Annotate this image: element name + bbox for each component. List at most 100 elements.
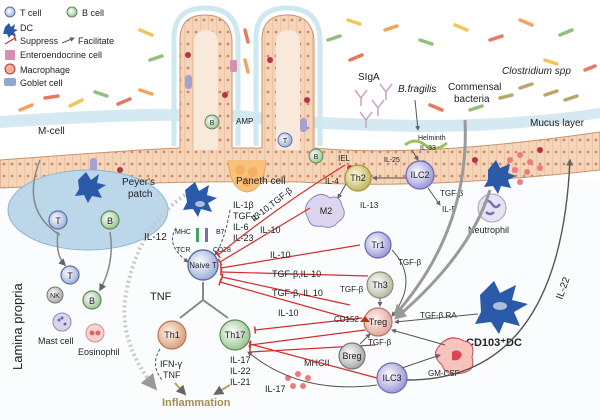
svg-text:T: T xyxy=(55,216,61,226)
central-dc xyxy=(183,182,217,217)
cd152-label: CD152 xyxy=(334,315,359,324)
dc-to-treg-arrow xyxy=(394,189,492,320)
mhcii-label: MHCII xyxy=(304,358,330,368)
il22-label: IL-22 xyxy=(230,366,251,376)
th1-cell: Th1 xyxy=(157,320,187,350)
siga-label: SIgA xyxy=(358,72,380,83)
epithelial-dc xyxy=(484,160,516,194)
amp-label: AMP xyxy=(236,117,253,126)
commensal-label-1: Commensal xyxy=(448,82,501,93)
il10-c-label: IL-10 xyxy=(278,308,299,318)
tgfb-ra-label: TGF-β RA xyxy=(420,311,457,320)
legend-dc: DC xyxy=(20,23,33,33)
goblet-icon xyxy=(4,78,16,86)
svg-text:B: B xyxy=(107,216,113,226)
mast-cell-label: Mast cell xyxy=(38,336,74,346)
dc-in-patch xyxy=(75,172,106,203)
th2-cell: Th2 xyxy=(344,164,372,192)
il1b-label: IL-1β xyxy=(233,200,254,210)
cytokine-dashed-arrow xyxy=(214,209,231,256)
tnf-left-label: TNF xyxy=(150,291,172,303)
svg-text:Tr1: Tr1 xyxy=(371,240,384,250)
tgfb-il10-b-label: TGF-β, IL 10 xyxy=(272,288,323,298)
tgfb-tr1-label: TGF-β xyxy=(398,258,422,267)
mucus-layer-label: Mucus layer xyxy=(530,118,585,129)
patch-arrow-t xyxy=(56,231,67,267)
svg-text:Breg: Breg xyxy=(342,351,361,361)
il10-a-label: IL-10 xyxy=(260,225,281,235)
svg-text:Naive T: Naive T xyxy=(189,261,217,270)
legend-enteroendocrine: Enteroendocrine cell xyxy=(20,50,102,60)
b7-label: B7 xyxy=(216,229,225,236)
paneth-crypt xyxy=(227,159,267,193)
tnf-th1-label: TNF xyxy=(163,370,181,380)
th2-to-m2 xyxy=(337,183,347,199)
ifng-label: IFN-γ xyxy=(160,359,182,369)
facilitate-icon xyxy=(61,37,75,44)
il23-label: IL-23 xyxy=(233,233,254,243)
svg-text:Th17: Th17 xyxy=(225,330,246,340)
gm-csf-label: GM-CSF xyxy=(428,369,460,378)
tcr-label: TCR xyxy=(176,247,190,254)
tr1-cell: Tr1 xyxy=(364,231,392,259)
ilc2-to-il5 xyxy=(427,187,441,206)
svg-text:ILC3: ILC3 xyxy=(382,373,401,383)
ilc3-to-macrophage xyxy=(401,353,441,369)
legend-b-cell: B cell xyxy=(82,8,104,18)
peyers-patch xyxy=(7,169,169,251)
macrophage-icon xyxy=(4,63,16,75)
svg-text:T: T xyxy=(67,271,73,281)
peyers-patch-label-1: Peyer's xyxy=(122,177,155,188)
mhc-receptor xyxy=(196,228,199,242)
cd103-dc-label: CD103⁺DC xyxy=(466,337,522,349)
ilc2-cell: ILC2 xyxy=(405,160,435,190)
helminth-to-ilc2 xyxy=(411,149,419,161)
eosinophil-label: Eosinophil xyxy=(78,347,120,357)
red-particle-cluster-2 xyxy=(285,371,311,389)
il5-label: IL-5 xyxy=(442,205,456,214)
enteroendocrine-icon xyxy=(5,50,15,60)
svg-text:B: B xyxy=(89,296,95,306)
inflammation-label: Inflammation xyxy=(162,397,231,409)
t-cell-lp: T xyxy=(60,265,80,285)
b7-receptor xyxy=(205,228,208,242)
naive-t-cell: Naive T xyxy=(187,249,219,281)
suppress-lines xyxy=(217,207,376,356)
svg-text:ILC2: ILC2 xyxy=(410,170,429,180)
tgfb-il10-a-label: TGF-β,IL-10 xyxy=(272,269,321,279)
eosinophil xyxy=(85,323,105,343)
th17-cell: Th17 xyxy=(219,319,251,351)
m-cell-label: M-cell xyxy=(38,126,65,137)
svg-text:M2: M2 xyxy=(320,206,333,216)
mast-cell xyxy=(52,312,72,332)
legend-macrophage: Macrophage xyxy=(20,65,70,75)
cd103-dc xyxy=(475,281,528,334)
bacteria-cluster xyxy=(18,18,597,112)
il13-label: IL-13 xyxy=(360,201,379,210)
cd103-to-treg xyxy=(394,313,479,325)
legend-facilitate: Facilitate xyxy=(78,36,114,46)
epithelial-b-cell-2: B xyxy=(308,148,324,164)
mhc-label: MHC xyxy=(175,229,191,236)
il6-label: IL-6 xyxy=(233,222,249,232)
m2-macrophage: M2 xyxy=(304,194,345,228)
svg-text:B: B xyxy=(210,120,215,127)
breg-cell: Breg xyxy=(338,342,366,370)
bfragilis-arrow xyxy=(414,99,421,131)
commensal-label-2: bacteria xyxy=(454,94,490,105)
helminth-label: Helminth xyxy=(418,135,446,142)
svg-text:B: B xyxy=(314,154,319,161)
ilc3-to-th17-il17 xyxy=(247,351,378,388)
b-cell-lp: B xyxy=(82,290,102,310)
legend: T cell B cell DC Suppress Facilitate Ent… xyxy=(3,6,114,88)
legend-goblet: Goblet cell xyxy=(20,78,63,88)
svg-text:T: T xyxy=(283,138,288,145)
b-cell-patch: B xyxy=(100,210,120,230)
ilc3-suppress-th17 xyxy=(248,340,378,379)
tgfb-breg-label: TGF-β xyxy=(368,338,392,347)
tgfb-top-label: TGF-β xyxy=(233,211,259,221)
il33-label: IL-33 xyxy=(420,145,436,152)
svg-text:Treg: Treg xyxy=(369,317,387,327)
tgfb-th3-label: TGF-β xyxy=(340,285,364,294)
il10-b-label: IL-10 xyxy=(270,250,291,260)
